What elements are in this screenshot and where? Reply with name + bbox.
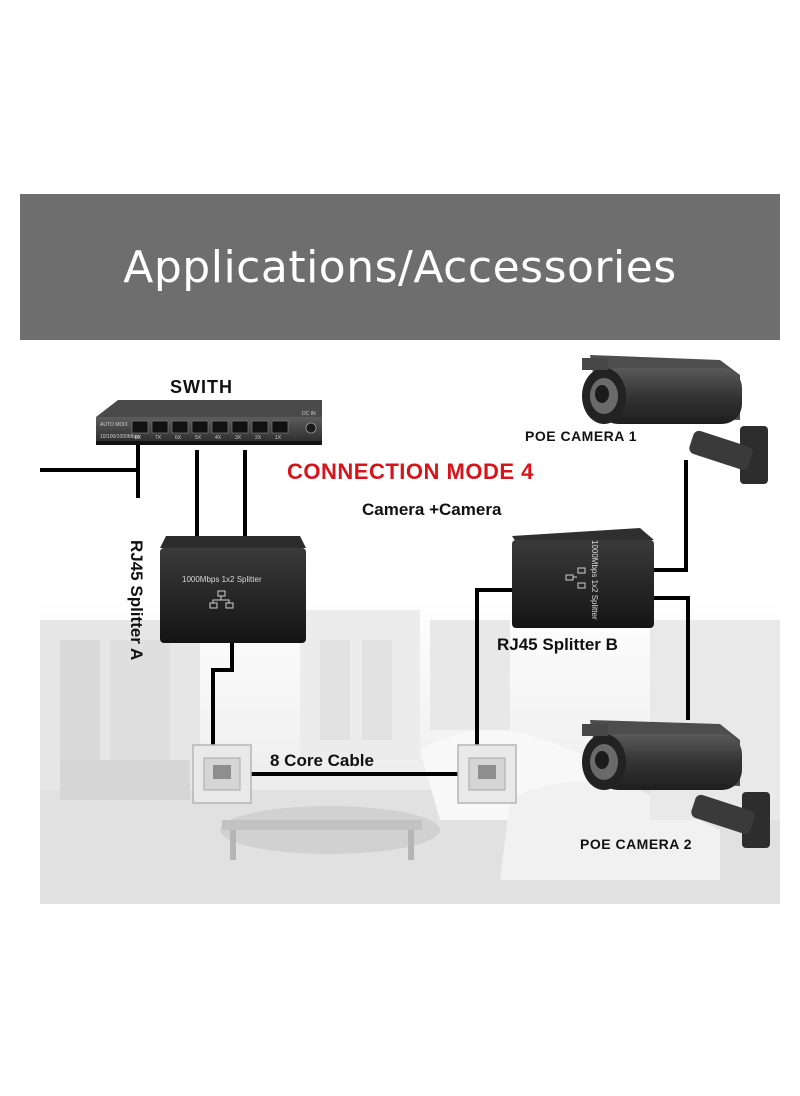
splitter-a-device — [160, 536, 306, 643]
cable-label: 8 Core Cable — [270, 751, 374, 770]
switch-port-label: 6X — [175, 435, 182, 441]
wall-plate-b — [457, 744, 517, 804]
switch-auto-text: AUTO MDIX — [100, 422, 128, 428]
splitter-b-box-text: 1000Mbps 1x2 Splitter — [590, 540, 599, 620]
switch-dc-text: DC IN — [302, 411, 316, 417]
camera-2-label: POE CAMERA 2 — [580, 836, 693, 852]
splitter-a-label: RJ45 Splitter A — [127, 540, 146, 661]
switch-speed-text: 10/100/1000Mbps — [100, 434, 141, 440]
connection-mode-title: CONNECTION MODE 4 — [287, 459, 534, 484]
switch-port-label: 1X — [275, 435, 282, 441]
poe-camera-1 — [582, 355, 768, 484]
switch-port-label: 8X — [135, 435, 142, 441]
switch-port-label: 7X — [155, 435, 162, 441]
network-switch — [96, 400, 322, 445]
switch-label: SWITH — [170, 377, 233, 397]
switch-port-label: 2X — [255, 435, 262, 441]
splitter-b-label: RJ45 Splitter B — [497, 635, 618, 654]
poe-camera-2 — [582, 720, 770, 848]
cables — [40, 440, 690, 776]
wall-plate-a — [192, 744, 252, 804]
switch-port-label: 3X — [235, 435, 242, 441]
splitter-b-device — [512, 528, 654, 628]
connection-mode-subtitle: Camera +Camera — [362, 500, 502, 519]
switch-port-label: 4X — [215, 435, 222, 441]
switch-port-label: 5X — [195, 435, 202, 441]
splitter-a-box-text: 1000Mbps 1x2 Splitter — [182, 575, 262, 584]
camera-1-label: POE CAMERA 1 — [525, 428, 638, 444]
banner-title: Applications/Accessories — [123, 241, 677, 293]
header-banner: Applications/Accessories — [20, 194, 780, 340]
